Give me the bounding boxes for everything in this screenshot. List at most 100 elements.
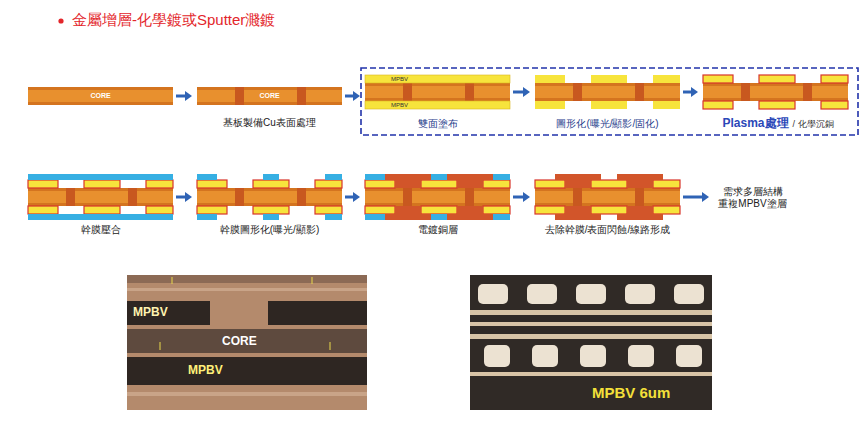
cross-section-2	[197, 87, 342, 105]
dashed-group-frame	[361, 68, 858, 135]
illustration-part	[470, 322, 712, 326]
arrow-head	[691, 87, 698, 97]
illustration-part	[28, 180, 173, 214]
illustration-part	[365, 188, 510, 206]
step-label: MPBV	[391, 75, 408, 83]
step-label: CORE	[259, 91, 279, 100]
illustration-part	[703, 83, 848, 101]
illustration-part	[385, 174, 493, 220]
illustration-part	[676, 345, 702, 367]
illustration-part	[470, 310, 712, 315]
illustration-part	[628, 345, 654, 367]
illustration-part	[28, 188, 173, 206]
step-label: MPBV	[391, 101, 408, 109]
arrow-shaft	[683, 91, 691, 94]
illustration-part	[197, 174, 342, 220]
illustration-part	[580, 345, 606, 367]
illustration-part	[235, 188, 306, 206]
illustration-part	[535, 188, 680, 206]
process-step: 去除幹膜/表面閃蝕/線路形成	[535, 174, 680, 238]
illustration-part	[365, 180, 510, 214]
illustration-part	[535, 180, 680, 214]
photo-label: CORE	[222, 334, 257, 349]
illustration-part	[28, 180, 173, 214]
micrograph-photo-1	[127, 275, 367, 410]
illustration-part	[365, 174, 510, 220]
illustration-part	[478, 284, 508, 304]
photo-label: MPBV	[188, 363, 223, 378]
process-step: 需求多層結構 重複MPBV塗層	[714, 183, 791, 213]
process-step: 幹膜圖形化(曝光/顯影)	[197, 174, 342, 238]
illustration-part	[312, 277, 313, 284]
illustration-part	[625, 284, 655, 304]
illustration-part	[197, 87, 342, 105]
cross-section-9	[535, 174, 680, 220]
illustration-part	[160, 277, 330, 350]
step-arrow	[683, 87, 698, 97]
illustration-part	[703, 75, 848, 109]
step-label: / 化學沉銅	[793, 119, 834, 130]
step-arrow	[345, 91, 360, 101]
illustration-part	[674, 284, 704, 304]
title-text: 金屬增層-化學鍍或Sputter濺鍍	[72, 11, 275, 29]
illustration-part	[127, 392, 367, 396]
arrow-head	[185, 91, 192, 101]
illustration-part	[741, 83, 812, 101]
step-label: 幹膜圖形化(曝光/顯影)	[220, 224, 319, 236]
step-label: 雙面塗布	[418, 118, 458, 130]
illustration-part	[160, 342, 161, 350]
illustration-part	[484, 345, 510, 367]
arrow-head	[185, 192, 192, 202]
illustration-part	[555, 174, 663, 220]
illustration-part	[66, 188, 137, 206]
illustration-part	[127, 275, 367, 410]
arrow-shaft	[683, 196, 702, 199]
illustration-part	[573, 83, 644, 101]
process-step: 幹膜壓合	[28, 174, 173, 238]
cross-section-8	[365, 174, 510, 220]
bullet-dot	[58, 18, 63, 23]
arrow-shaft	[345, 95, 353, 98]
illustration-part	[268, 301, 367, 325]
illustration-part	[127, 275, 367, 283]
step-arrow	[683, 192, 709, 202]
illustration-part	[28, 87, 173, 105]
step-label: 基板製備Cu表面處理	[223, 117, 316, 129]
illustration-part	[172, 277, 173, 284]
illustration-part	[470, 372, 712, 376]
step-label: 圖形化(曝光/顯影/固化)	[556, 118, 658, 130]
illustration-part	[535, 83, 680, 101]
illustration-part	[573, 188, 644, 206]
illustration-part	[197, 180, 342, 214]
process-step: MPBV MPBV 雙面塗布	[365, 73, 510, 131]
illustration-part	[235, 87, 306, 105]
step-label: 需求多層結構 重複MPBV塗層	[718, 186, 786, 210]
micrograph-photo-2	[470, 275, 712, 410]
step-label: Plasma處理	[722, 116, 788, 130]
process-step: 圖形化(曝光/顯影/固化)	[535, 73, 680, 131]
arrow-head	[353, 91, 360, 101]
arrow-shaft	[513, 196, 523, 199]
illustration-part	[330, 342, 331, 350]
arrow-head	[523, 192, 530, 202]
illustration-part	[532, 345, 558, 367]
arrow-shaft	[513, 91, 523, 94]
illustration-part	[535, 180, 680, 214]
illustration-part	[365, 83, 510, 101]
illustration-part	[527, 284, 557, 304]
cross-section-1	[28, 87, 173, 105]
caption-row: Plasma處理 / 化學沉銅	[722, 116, 833, 130]
step-arrow	[513, 87, 530, 97]
arrow-shaft	[176, 196, 185, 199]
step-arrow	[176, 91, 192, 101]
illustration-part	[197, 180, 342, 214]
illustration-part	[470, 275, 712, 410]
illustration-part	[127, 301, 210, 325]
illustration-part	[127, 288, 367, 291]
process-step: CORE 基板製備Cu表面處理	[197, 82, 342, 130]
illustration-part	[28, 174, 173, 220]
arrow-head	[353, 192, 360, 202]
illustration-part	[703, 75, 848, 109]
